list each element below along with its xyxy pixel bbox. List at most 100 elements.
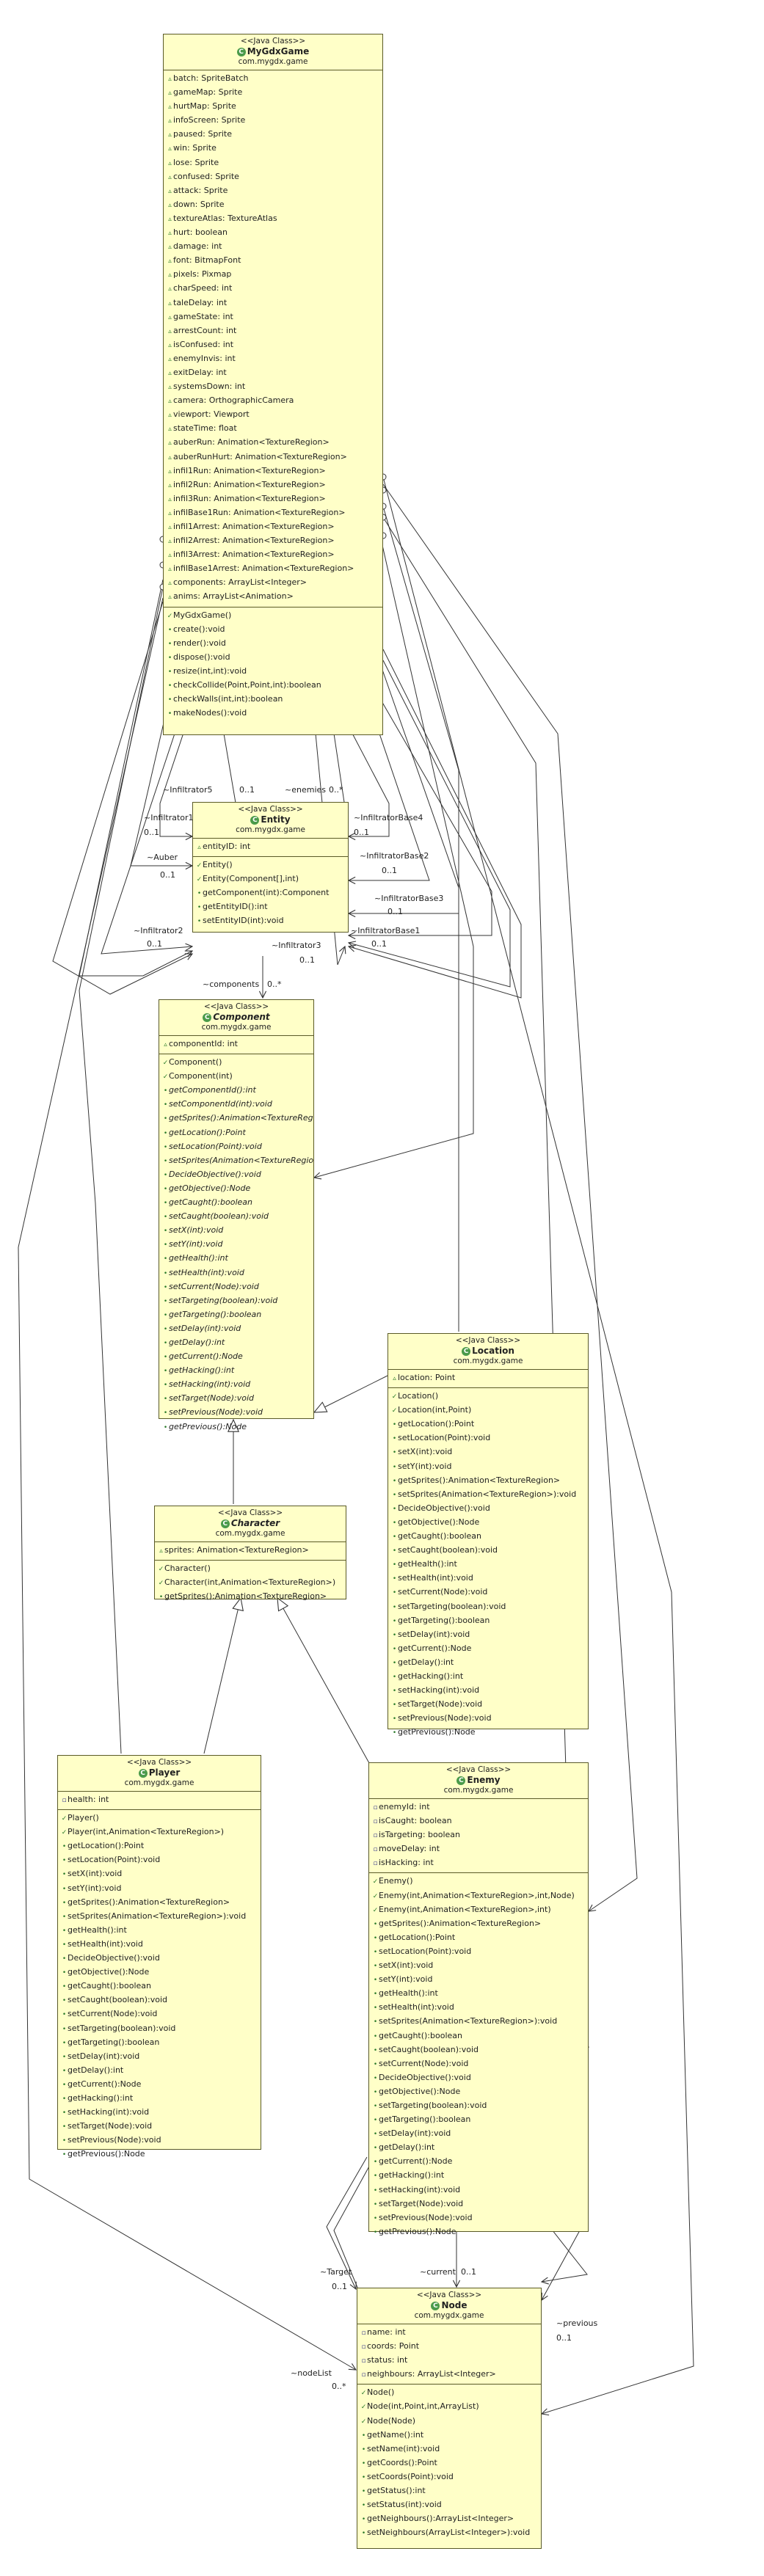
member-text: Entity() — [203, 860, 233, 870]
member-text: setLocation(Point):void — [169, 1141, 262, 1151]
member-text: setSprites(Animation<TextureRegion>):voi… — [169, 1155, 313, 1165]
visibility-icon: ✓ — [158, 1566, 164, 1574]
member-text: auberRun: Animation<TextureRegion> — [173, 437, 330, 448]
visibility-icon: • — [373, 1977, 378, 1985]
member-text: charSpeed: int — [173, 283, 233, 293]
member-text: setLocation(Point):void — [379, 1946, 472, 1956]
visibility-icon: • — [62, 1955, 67, 1963]
method-row: •makeNodes():void — [164, 707, 382, 720]
method-row: •setTargeting(boolean):void — [58, 2022, 261, 2036]
visibility-icon: • — [163, 1241, 168, 1249]
member-text: setY(int):void — [398, 1461, 452, 1471]
visibility-icon: ✓ — [61, 1829, 68, 1837]
visibility-icon: • — [163, 1382, 168, 1390]
member-text: hurtMap: Sprite — [173, 101, 236, 112]
visibility-icon: • — [163, 1087, 168, 1095]
member-text: coords: Point — [367, 2341, 420, 2351]
visibility-icon: ▵ — [168, 230, 172, 238]
package-name: com.mygdx.game — [201, 1023, 272, 1032]
field-row: ▵font: BitmapFont — [164, 254, 382, 268]
member-text: getLocation():Point — [68, 1841, 145, 1851]
visibility-icon: • — [392, 1589, 397, 1597]
class-name: Entity — [261, 814, 291, 825]
member-text: getObjective():Node — [169, 1183, 251, 1193]
edge-enemy-inherit — [277, 1598, 381, 1784]
member-text: setName(int):void — [367, 2443, 440, 2453]
member-text: resize(int,int):void — [173, 665, 247, 676]
method-row: •setX(int):void — [388, 1445, 588, 1459]
visibility-icon: • — [163, 1129, 168, 1137]
method-row: •setCaught(boolean):void — [369, 2043, 588, 2057]
method-row: •setHealth(int):void — [58, 1938, 261, 1952]
stereotype: <<Java Class>> — [416, 2291, 482, 2299]
method-row: ✓MyGdxGame() — [164, 609, 382, 623]
member-text: setTargeting(boolean):void — [68, 2023, 176, 2033]
member-text: isHacking: int — [379, 1858, 434, 1868]
method-row: •getHacking():int — [159, 1364, 313, 1378]
method-row: •getTargeting():boolean — [159, 1308, 313, 1322]
class-name: MyGdxGame — [247, 46, 310, 56]
visibility-icon: • — [373, 2214, 378, 2222]
field-row: ▫isCaught: boolean — [369, 1814, 588, 1828]
package-name: com.mygdx.game — [414, 2311, 484, 2320]
edge-infiltratorbase4 — [349, 726, 390, 836]
visibility-icon: • — [392, 1645, 397, 1653]
method-row: ✓Player(int,Animation<TextureRegion>) — [58, 1825, 261, 1839]
method-row: •getStatus():int — [357, 2484, 541, 2498]
method-row: •setHealth(int):void — [369, 2001, 588, 2015]
package-name: com.mygdx.game — [238, 57, 308, 66]
member-text: setCurrent(Node):void — [169, 1281, 259, 1291]
mult-previous: 0..1 — [556, 2333, 572, 2343]
visibility-icon: • — [163, 1101, 168, 1109]
method-row: •getCoords():Point — [357, 2456, 541, 2470]
field-row: ▵infil3Run: Animation<TextureRegion> — [164, 492, 382, 506]
package-name: com.mygdx.game — [453, 1357, 523, 1365]
member-text: getNeighbours():ArrayList<Integer> — [367, 2514, 514, 2524]
member-text: Enemy() — [379, 1876, 413, 1886]
method-row: •getDelay():int — [58, 2064, 261, 2078]
field-row: ▵auberRunHurt: Animation<TextureRegion> — [164, 450, 382, 464]
field-row: ▫neighbours: ArrayList<Integer> — [357, 2368, 541, 2382]
methods-section: ✓MyGdxGame()•create():void•render():void… — [164, 607, 382, 723]
method-row: •setTarget(Node):void — [388, 1698, 588, 1712]
method-row: •getCurrent():Node — [369, 2155, 588, 2169]
visibility-icon: • — [167, 654, 172, 662]
member-text: gameState: int — [173, 311, 233, 321]
fields-section: ▵batch: SpriteBatch▵gameMap: Sprite▵hurt… — [164, 70, 382, 607]
visibility-icon: ▵ — [168, 187, 172, 195]
member-text: Node(int,Point,int,ArrayList) — [367, 2401, 479, 2412]
member-text: font: BitmapFont — [173, 255, 241, 266]
method-row: •getCurrent():Node — [159, 1350, 313, 1364]
member-text: setCaught(boolean):void — [68, 1995, 168, 2005]
member-text: entityID: int — [203, 842, 251, 851]
mult-components: 0..* — [267, 979, 282, 989]
method-row: •getTargeting():boolean — [388, 1614, 588, 1628]
member-text: getCaught():boolean — [379, 2030, 462, 2040]
member-text: getStatus():int — [367, 2486, 426, 2496]
visibility-icon: ✓ — [391, 1407, 398, 1415]
visibility-icon: ▫ — [62, 1797, 67, 1804]
method-row: •setNeighbours(ArrayList<Integer>):void — [357, 2526, 541, 2540]
visibility-icon: • — [62, 2067, 67, 2075]
visibility-icon: • — [373, 2046, 378, 2054]
field-row: ▵arrestCount: int — [164, 324, 382, 338]
field-row: ▵textureAtlas: TextureAtlas — [164, 212, 382, 226]
method-row: •getHealth():int — [369, 1987, 588, 2001]
field-row: ▵hurtMap: Sprite — [164, 100, 382, 114]
class-icon: C — [236, 48, 246, 56]
visibility-icon: • — [373, 1963, 378, 1971]
method-row: •setY(int):void — [369, 1973, 588, 1987]
visibility-icon: ▵ — [168, 215, 172, 223]
member-text: setSprites(Animation<TextureRegion>):voi… — [398, 1489, 577, 1499]
visibility-icon: ✓ — [360, 2390, 367, 2398]
visibility-icon: • — [163, 1255, 168, 1263]
visibility-icon: • — [392, 1603, 397, 1611]
